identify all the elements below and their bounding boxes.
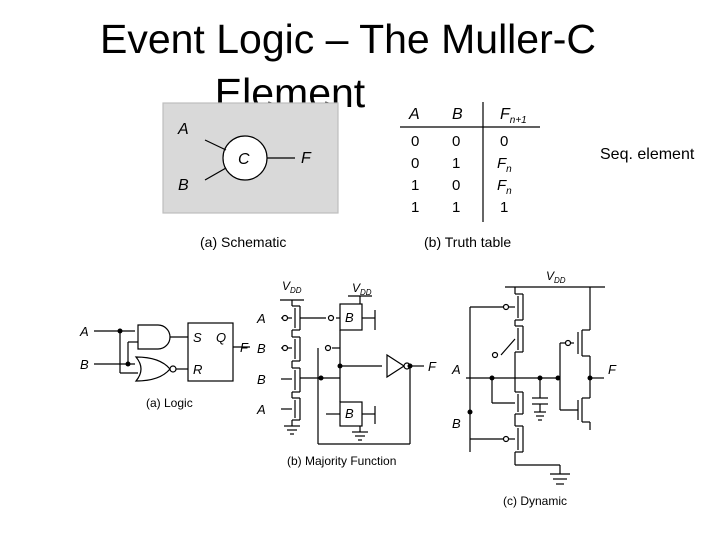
logic-label-b: B	[80, 357, 89, 372]
truth-cell-r1-f: Fn	[497, 155, 512, 175]
truth-cell-r2-b: 0	[452, 177, 460, 194]
truth-cell-r1-a: 0	[411, 155, 419, 172]
truth-header-a: A	[408, 106, 420, 123]
majority-input-4: A	[256, 402, 266, 417]
schematic-diagram: A B C F (a) Schematic	[162, 102, 339, 250]
right-pmos-stack	[300, 303, 376, 366]
nor-gate	[134, 356, 171, 382]
majority-input-3: B	[257, 372, 266, 387]
truth-cell-r2-a: 1	[411, 177, 419, 194]
majority-feedback-b2: B	[345, 406, 354, 421]
logic-implementation: A B S R Q F (a) Logic	[79, 322, 250, 410]
schematic-gate-label: C	[238, 151, 250, 168]
latch-label-s: S	[193, 330, 202, 345]
sr-latch	[187, 322, 234, 382]
dynamic-output-f: F	[608, 362, 617, 377]
schematic-label-b: B	[178, 177, 189, 194]
schematic-label-f: F	[301, 150, 312, 167]
left-pmos-stack	[281, 305, 301, 362]
majority-input-2: B	[257, 341, 266, 356]
majority-feedback-b1: B	[345, 310, 354, 325]
majority-vdd: VDD	[282, 279, 302, 295]
truth-table: A B Fn+1 0 0 0 0 1 Fn 1 0 Fn 1 1 1 (b) T…	[400, 102, 540, 250]
truth-cell-r3-b: 1	[452, 199, 460, 216]
truth-cell-r3-f: 1	[500, 199, 508, 216]
logic-caption: (a) Logic	[146, 396, 193, 410]
majority-output-f: F	[428, 359, 437, 374]
logic-label-a: A	[79, 324, 89, 339]
truth-table-caption: (b) Truth table	[424, 234, 511, 250]
dynamic-transistor-stack	[491, 293, 560, 466]
left-nmos-stack	[281, 361, 301, 435]
majority-vdd-right: VDD	[352, 281, 372, 297]
side-note: Seq. element	[600, 146, 695, 163]
dynamic-caption: (c) Dynamic	[503, 494, 567, 508]
majority-caption: (b) Majority Function	[287, 454, 396, 468]
right-nmos-stack	[326, 366, 376, 441]
and-gate	[137, 324, 171, 350]
dynamic-input-b: B	[452, 416, 461, 431]
logic-label-f: F	[240, 340, 249, 355]
truth-header-f: Fn+1	[500, 106, 527, 126]
truth-cell-r0-f: 0	[500, 133, 508, 150]
majority-input-1: A	[256, 311, 266, 326]
truth-cell-r2-f: Fn	[497, 177, 512, 197]
latch-label-r: R	[193, 362, 202, 377]
latch-label-q: Q	[216, 330, 226, 345]
dynamic-vdd: VDD	[546, 269, 566, 285]
truth-cell-r1-b: 1	[452, 155, 460, 172]
dynamic-input-a: A	[451, 362, 461, 377]
schematic-caption: (a) Schematic	[200, 234, 286, 250]
dynamic-output-inverter	[559, 329, 604, 430]
truth-cell-r0-a: 0	[411, 133, 419, 150]
output-inverter	[386, 353, 406, 379]
truth-cell-r0-b: 0	[452, 133, 460, 150]
schematic-label-a: A	[177, 121, 189, 138]
majority-function-circuit: VDD VDD A B B A B B F (b) Majority Funct…	[256, 279, 437, 468]
truth-header-b: B	[452, 106, 463, 123]
slide-title-line-1: Event Logic – The Muller-C	[99, 16, 597, 62]
dynamic-circuit: VDD A B F (c) Dynamic	[451, 269, 617, 508]
truth-cell-r3-a: 1	[411, 199, 419, 216]
